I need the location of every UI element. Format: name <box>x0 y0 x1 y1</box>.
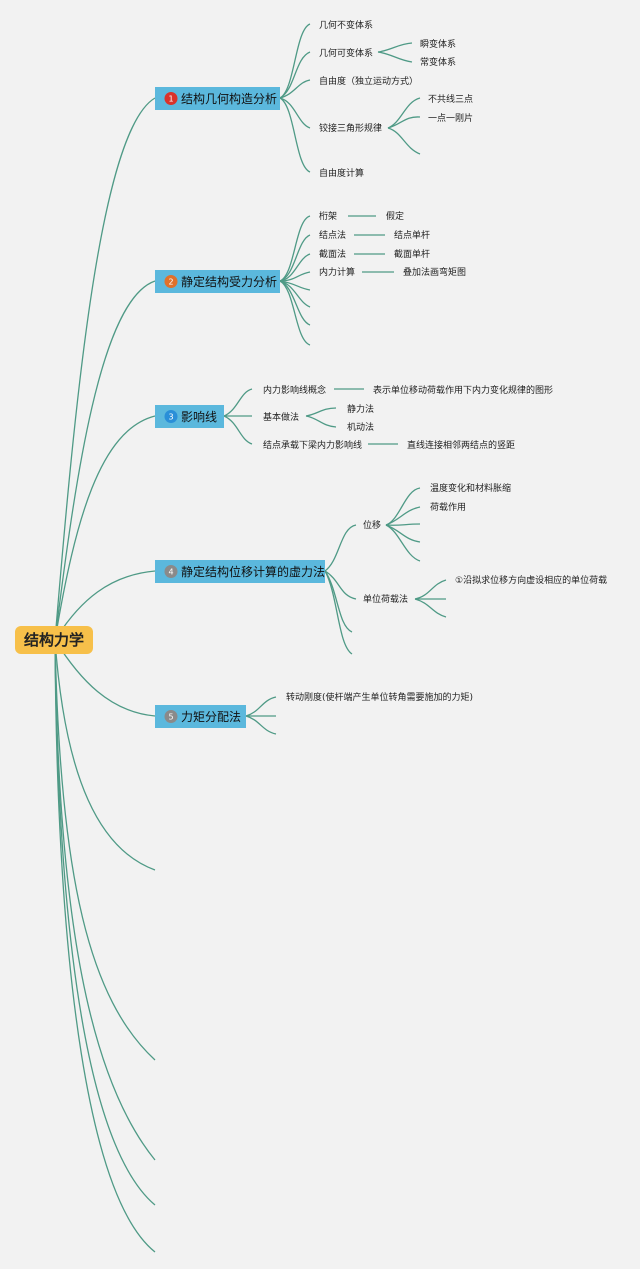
number-badge-icon <box>164 565 178 578</box>
number-badge-icon <box>164 92 178 105</box>
leaf-label: 一点一刚片 <box>428 112 473 124</box>
branch-4-children: 位移 温度变化和材料胀缩 荷载作用 单位荷载法 ①沿拟求位移方向虚设相应的单位荷… <box>363 482 607 605</box>
root-node[interactable]: 结构力学 <box>15 626 93 654</box>
leaf-note: 直线连接相邻两结点的竖距 <box>407 439 515 451</box>
leaf-label: 内力影响线概念 <box>263 384 326 396</box>
branch-box <box>155 705 246 728</box>
number-badge-icon <box>164 275 178 288</box>
branch-1-node[interactable]: 1 结构几何构造分析 <box>155 87 280 110</box>
leaf-note: 结点单杆 <box>394 229 430 241</box>
leaf-label: 几何可变体系 <box>319 47 373 59</box>
branch-5-node[interactable]: 5 力矩分配法 <box>155 705 246 728</box>
number-badge-label: 2 <box>168 278 173 287</box>
connectors <box>54 23 447 1253</box>
branch-1-children: 几何不变体系 几何可变体系 瞬变体系 常变体系 自由度（独立运动方式） 铰接三角… <box>319 19 473 179</box>
leaf-label: 内力计算 <box>319 266 355 278</box>
root-label: 结构力学 <box>24 631 84 649</box>
branch-5-children: 转动刚度(使杆端产生单位转角需要施加的力矩) <box>286 691 473 703</box>
leaf-note: 截面单杆 <box>394 248 430 260</box>
leaf-label: 转动刚度(使杆端产生单位转角需要施加的力矩) <box>286 691 473 703</box>
branch-label: 静定结构位移计算的虚力法 <box>181 564 325 579</box>
leaf-label: 自由度（独立运动方式） <box>319 75 418 87</box>
leaf-label: 结点承载下梁内力影响线 <box>263 439 362 451</box>
leaf-label: ①沿拟求位移方向虚设相应的单位荷载 <box>455 574 607 586</box>
number-badge-label: 3 <box>168 413 173 422</box>
leaf-label: 常变体系 <box>420 56 456 68</box>
number-badge-label: 1 <box>168 95 173 104</box>
leaf-note: 假定 <box>386 210 404 222</box>
number-badge-label: 4 <box>168 568 173 577</box>
leaf-label: 单位荷载法 <box>363 593 408 605</box>
leaf-label: 自由度计算 <box>319 167 364 179</box>
leaf-label: 荷载作用 <box>430 501 466 513</box>
leaf-note: 表示单位移动荷载作用下内力变化规律的图形 <box>373 384 553 396</box>
leaf-label: 截面法 <box>319 248 346 260</box>
branch-4-node[interactable]: 4 静定结构位移计算的虚力法 <box>155 560 325 583</box>
leaf-note: 叠加法画弯矩图 <box>403 266 466 278</box>
leaf-label: 瞬变体系 <box>420 38 456 50</box>
branch-label: 静定结构受力分析 <box>181 274 277 289</box>
leaf-label: 桁架 <box>319 210 337 222</box>
branch-label: 结构几何构造分析 <box>181 91 277 106</box>
leaf-label: 位移 <box>363 519 381 531</box>
leaf-label: 静力法 <box>347 403 374 415</box>
branch-3-node[interactable]: 3 影响线 <box>155 405 224 428</box>
branch-2-children: 桁架 假定 结点法 结点单杆 截面法 截面单杆 内力计算 叠加法画弯矩图 <box>319 210 466 278</box>
branch-label: 影响线 <box>181 409 217 424</box>
branch-box <box>155 87 280 110</box>
leaf-label: 铰接三角形规律 <box>319 122 382 134</box>
branch-2-node[interactable]: 2 静定结构受力分析 <box>155 270 280 293</box>
branch-3-children: 内力影响线概念 表示单位移动荷载作用下内力变化规律的图形 基本做法 静力法 机动… <box>263 384 553 451</box>
leaf-label: 机动法 <box>347 421 374 433</box>
number-badge-label: 5 <box>168 713 173 722</box>
branch-box <box>155 270 280 293</box>
leaf-label: 不共线三点 <box>428 93 473 105</box>
number-badge-icon <box>164 710 178 723</box>
leaf-label: 结点法 <box>319 229 346 241</box>
leaf-label: 几何不变体系 <box>319 19 373 31</box>
root-box <box>15 626 93 654</box>
branch-box <box>155 560 325 583</box>
number-badge-icon <box>164 410 178 423</box>
leaf-label: 温度变化和材料胀缩 <box>430 482 511 494</box>
leaf-label: 基本做法 <box>263 411 299 423</box>
branch-label: 力矩分配法 <box>181 710 241 724</box>
